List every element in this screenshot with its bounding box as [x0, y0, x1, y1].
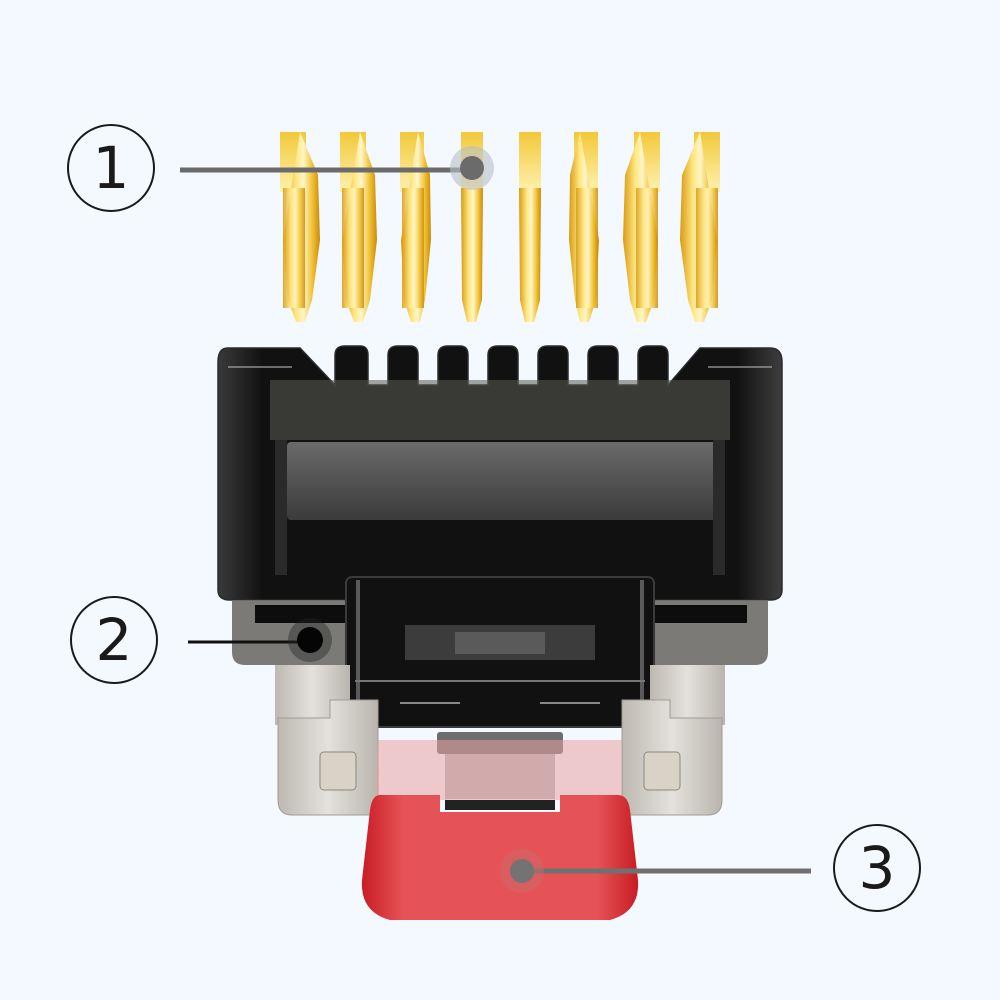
pin-3 [400, 132, 431, 322]
pin-2 [340, 132, 377, 322]
pin-5 [519, 132, 541, 322]
transparent-housing [217, 345, 783, 728]
callout-2-badge: 2 [70, 596, 158, 684]
pin-7 [623, 132, 660, 322]
callout-3-badge: 3 [833, 824, 921, 912]
callout-2-leader [188, 618, 332, 662]
red-latch [361, 740, 639, 920]
callout-1-badge: 1 [67, 124, 155, 212]
gold-pins [280, 132, 720, 322]
pin-6 [569, 132, 599, 322]
pin-1 [280, 132, 320, 322]
callout-1-leader [180, 146, 494, 190]
callout-1-number: 1 [92, 134, 130, 202]
pin-8 [680, 132, 720, 322]
callout-2-number: 2 [95, 606, 133, 674]
callout-3-leader [500, 849, 811, 893]
callout-3-number: 3 [858, 834, 896, 902]
